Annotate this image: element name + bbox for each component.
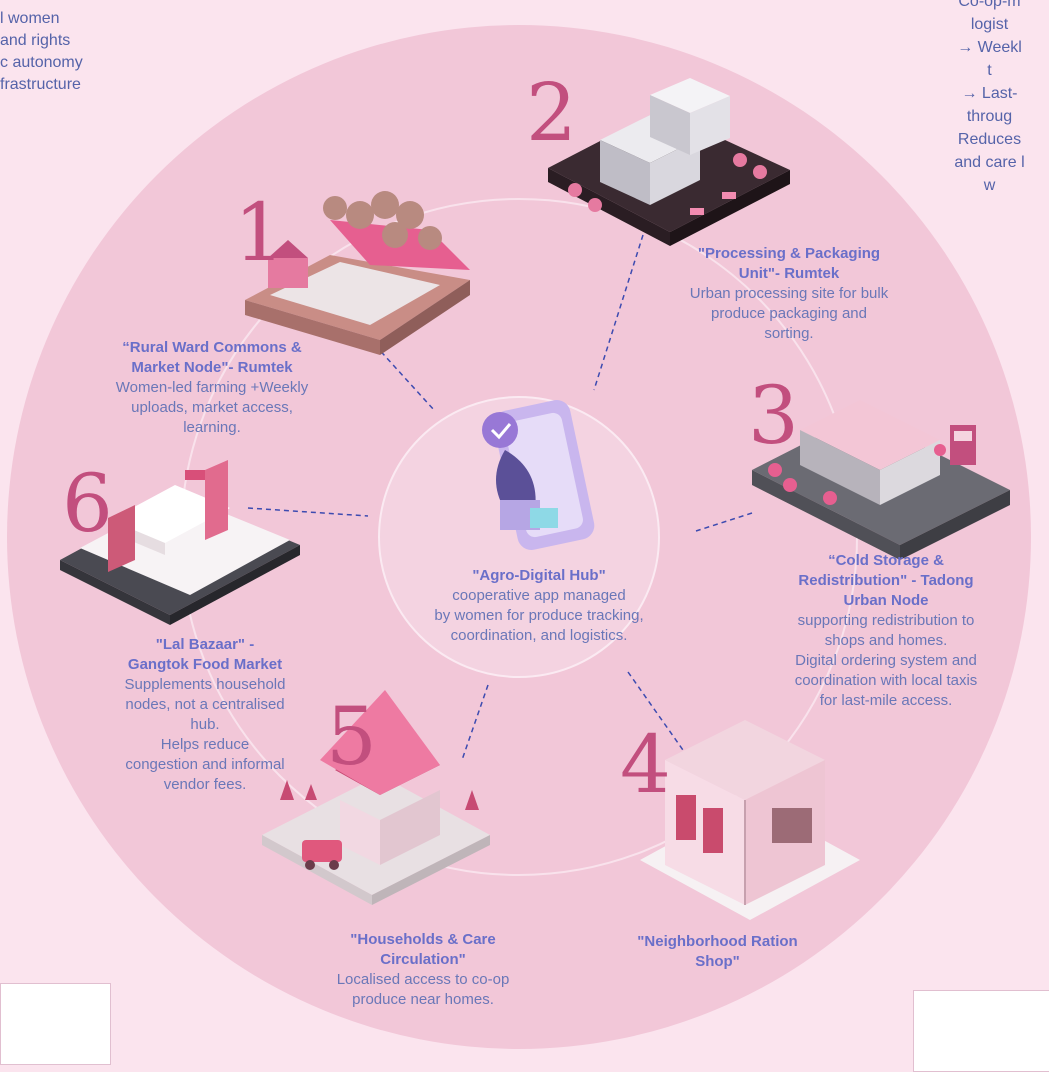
top-right-line: → Last- <box>961 85 1018 102</box>
top-right-line: w <box>983 177 996 194</box>
hub-desc-line: by women for produce tracking, <box>434 607 644 624</box>
top-right-line: logist <box>970 16 1009 33</box>
processing-unit-illustration <box>548 78 790 246</box>
node-3-text: “Cold Storage & Redistribution" - Tadong… <box>766 551 1006 711</box>
lal-bazaar-illustration <box>60 460 300 625</box>
node-title-line: Shop" <box>695 953 740 970</box>
node-desc-line: Digital ordering system and <box>795 652 977 669</box>
top-left-line: and rights <box>0 32 71 49</box>
top-left-line: c autonomy <box>0 54 83 71</box>
node-title-line: Market Node"- Rumtek <box>131 359 293 376</box>
node-3-title: “Cold Storage & Redistribution" - Tadong… <box>766 551 1006 611</box>
node-title-line: “Rural Ward Commons & <box>122 339 302 356</box>
node-number-4: 4 <box>620 718 671 811</box>
node-2-title: "Processing & Packaging Unit"- Rumtek <box>660 244 918 284</box>
top-right-line: Reduces <box>957 131 1022 148</box>
node-5-text: "Households & Care Circulation" Localise… <box>300 930 546 1010</box>
top-right-line: throug <box>966 108 1013 125</box>
bottom-left-panel <box>0 983 111 1065</box>
node-title-line: "Neighborhood Ration <box>637 933 798 950</box>
node-title-line: “Cold Storage & <box>828 552 944 569</box>
cold-storage-illustration <box>752 400 1010 560</box>
connector-6 <box>247 507 369 517</box>
node-desc-line: produce near homes. <box>352 991 494 1008</box>
node-6-title: "Lal Bazaar" - Gangtok Food Market <box>92 635 318 675</box>
node-desc-line: nodes, not a centralised <box>125 696 285 713</box>
node-6-text: "Lal Bazaar" - Gangtok Food Market Suppl… <box>92 635 318 795</box>
top-right-line: t <box>987 62 992 79</box>
node-title-line: Redistribution" - Tadong <box>798 572 974 589</box>
node-title-line: "Processing & Packaging <box>697 245 881 262</box>
node-desc-line: Supplements household <box>124 676 286 693</box>
node-title-line: Gangtok Food Market <box>127 656 283 673</box>
node-number-5: 5 <box>326 690 377 783</box>
node-desc-line: uploads, market access, <box>131 399 293 416</box>
node-title-line: "Households & Care <box>350 931 496 948</box>
bottom-right-panel <box>913 990 1049 1072</box>
node-desc-line: Urban processing site for bulk <box>689 285 889 302</box>
node-2-text: "Processing & Packaging Unit"- Rumtek Ur… <box>660 244 918 344</box>
node-desc-line: Women-led farming +Weekly <box>115 379 309 396</box>
connector-lines <box>247 234 753 761</box>
node-desc-line: sorting. <box>764 325 814 342</box>
node-1-text: “Rural Ward Commons & Market Node"- Rumt… <box>86 338 338 438</box>
node-4-text: "Neighborhood Ration Shop" <box>600 932 835 972</box>
hub-title: "Agro-Digital Hub" <box>472 567 606 584</box>
hub-desc-line: coordination, and logistics. <box>450 627 628 644</box>
node-title-line: Urban Node <box>843 592 929 609</box>
node-desc-line: for last-mile access. <box>819 692 953 709</box>
node-5-title: "Households & Care Circulation" <box>300 930 546 970</box>
hub-text: "Agro-Digital Hub" cooperative app manag… <box>404 566 674 646</box>
hub-illustration <box>482 400 595 550</box>
node-desc-line: hub. <box>190 716 220 733</box>
node-1-title: “Rural Ward Commons & Market Node"- Rumt… <box>86 338 338 378</box>
node-desc-line: produce packaging and <box>711 305 867 322</box>
node-title-line: Circulation" <box>380 951 466 968</box>
top-right-line: and care l <box>954 154 1025 171</box>
ration-shop-illustration <box>640 720 860 920</box>
hub-desc-line: cooperative app managed <box>452 587 626 604</box>
top-right-line: Co-op-m <box>958 0 1021 10</box>
rural-commons-illustration <box>245 191 470 355</box>
top-right-line: → Weekl <box>957 39 1022 56</box>
node-desc-line: Helps reduce <box>160 736 250 753</box>
top-left-line: l women <box>0 10 60 27</box>
node-desc-line: vendor fees. <box>163 776 247 793</box>
connector-5 <box>461 684 489 761</box>
node-desc-line: congestion and informal <box>125 756 285 773</box>
node-4-title: "Neighborhood Ration Shop" <box>600 932 835 972</box>
node-number-2: 2 <box>526 66 577 159</box>
node-number-6: 6 <box>62 457 113 550</box>
household-illustration <box>262 690 490 905</box>
node-desc-line: shops and homes. <box>824 632 948 649</box>
node-number-3: 3 <box>748 369 799 462</box>
node-desc-line: Localised access to co-op <box>336 971 510 988</box>
top-left-text: l women and rights c autonomy frastructu… <box>0 8 83 96</box>
connector-1 <box>374 344 435 411</box>
node-desc-line: coordination with local taxis <box>794 672 978 689</box>
node-title-line: Unit"- Rumtek <box>738 265 840 282</box>
node-desc-line: learning. <box>183 419 241 436</box>
connector-3 <box>695 512 753 532</box>
top-right-text: Co-op-m logist → Weekl t → Last- throug … <box>930 0 1049 197</box>
node-desc-line: supporting redistribution to <box>797 612 975 629</box>
node-number-1: 1 <box>234 186 285 279</box>
node-title-line: "Lal Bazaar" - <box>155 636 255 653</box>
top-left-line: frastructure <box>0 76 81 93</box>
connector-2 <box>593 234 644 391</box>
